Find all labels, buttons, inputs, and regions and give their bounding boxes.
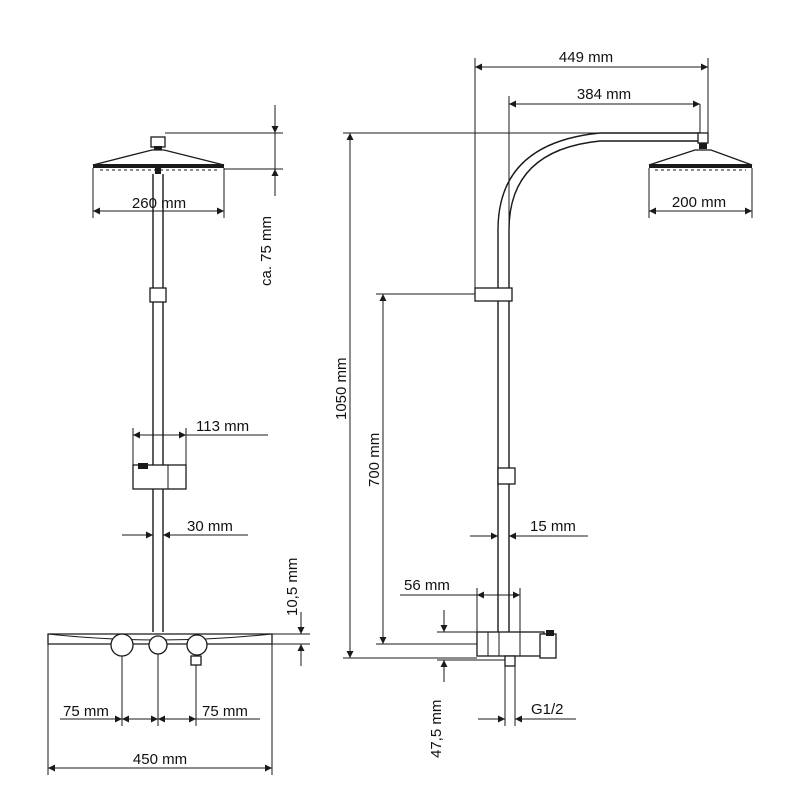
side-mixer-slider-label: 700 mm <box>366 433 383 487</box>
dim-front-bracket-width: 113 mm <box>132 418 268 465</box>
dim-front-pipe-diameter: 30 mm <box>122 518 248 539</box>
side-shower-head <box>648 143 753 171</box>
side-total-height-label: 1050 mm <box>333 357 350 420</box>
dim-side-total-height: 1050 mm <box>333 132 698 659</box>
front-riser-pipe <box>132 174 187 632</box>
side-pipe-diameter-label: 15 mm <box>530 518 576 535</box>
front-head-width-label: 260 mm <box>132 195 186 212</box>
side-arm-reach-label: 449 mm <box>559 49 613 66</box>
dim-side-pipe-diameter: 15 mm <box>470 518 588 540</box>
dim-side-inlet-height: 47,5 mm <box>428 610 505 758</box>
dim-front-head-width: 260 mm <box>92 168 225 218</box>
front-head-height-label: ca. 75 mm <box>258 216 275 286</box>
side-wall-offset-label: 56 mm <box>404 577 450 594</box>
side-thermostat <box>476 630 557 667</box>
front-view: 260 mm ca. 75 mm 113 mm 30 mm <box>47 105 310 775</box>
dim-side-thread: G1/2 <box>478 666 576 726</box>
front-knob-spacing-left-label: 75 mm <box>63 703 109 720</box>
front-shelf-thickness-label: 10,5 mm <box>284 558 301 616</box>
front-total-width-label: 450 mm <box>133 751 187 768</box>
front-shower-head <box>92 136 225 174</box>
side-arm-inner-label: 384 mm <box>577 86 631 103</box>
side-view: 449 mm 384 mm 200 mm 1050 mm 700 <box>333 49 753 758</box>
dim-front-total-width: 450 mm <box>47 644 273 775</box>
front-pipe-diameter-label: 30 mm <box>187 518 233 535</box>
front-bracket-width-label: 113 mm <box>196 418 249 435</box>
front-thermostat-shelf <box>47 633 273 666</box>
dim-side-mixer-slider: 700 mm <box>366 293 477 645</box>
front-knob-spacing-right-label: 75 mm <box>202 703 248 720</box>
side-inlet-height-label: 47,5 mm <box>428 700 445 758</box>
side-head-diameter-label: 200 mm <box>672 194 726 211</box>
dim-side-arm-reach: 449 mm <box>474 49 709 290</box>
dim-side-head-diameter: 200 mm <box>648 168 753 218</box>
dim-front-shelf-thickness: 10,5 mm <box>272 558 310 666</box>
dim-side-arm-inner: 384 mm <box>508 86 701 230</box>
dim-front-knob-spacing: 75 mm 75 mm <box>60 654 260 726</box>
dim-side-wall-offset: 56 mm <box>400 577 521 632</box>
side-riser-arm <box>474 132 709 632</box>
side-thread-label: G1/2 <box>531 701 564 718</box>
dim-front-head-height: ca. 75 mm <box>165 105 283 286</box>
